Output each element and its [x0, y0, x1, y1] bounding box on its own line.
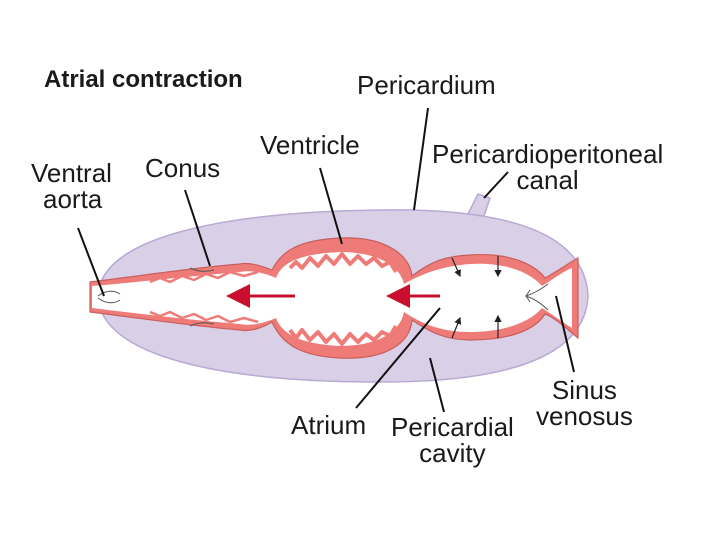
contraction-arrows: [451, 256, 502, 339]
label-ventral-aorta-line1: Ventral: [31, 158, 112, 188]
label-sinus-venosus-line2: venosus: [536, 401, 633, 431]
label-atrium: Atrium: [291, 410, 367, 440]
pericardioperitoneal-canal: [466, 193, 491, 217]
label-pericardium: Pericardium: [357, 70, 496, 100]
label-sinus-venosus: Sinus venosus: [536, 377, 633, 429]
label-pericardial-cavity: Pericardial cavity: [391, 414, 514, 466]
label-sinus-venosus-line1: Sinus: [551, 375, 617, 405]
label-ventral-aorta: Ventral aorta: [31, 160, 112, 212]
diagram-title: Atrial contraction: [44, 66, 243, 93]
label-pericardioperitoneal-line2: canal: [516, 165, 579, 195]
label-conus: Conus: [145, 153, 221, 183]
leader-lines: [77, 107, 575, 413]
label-ventricle: Ventricle: [260, 130, 360, 160]
label-ventral-aorta-line2: aorta: [43, 184, 103, 214]
label-pericardioperitoneal: Pericardioperitoneal canal: [432, 141, 663, 193]
label-pericardioperitoneal-line1: Pericardioperitoneal: [432, 139, 664, 169]
label-pericardial-cavity-line1: Pericardial: [391, 412, 514, 442]
label-pericardial-cavity-line2: cavity: [419, 438, 486, 468]
